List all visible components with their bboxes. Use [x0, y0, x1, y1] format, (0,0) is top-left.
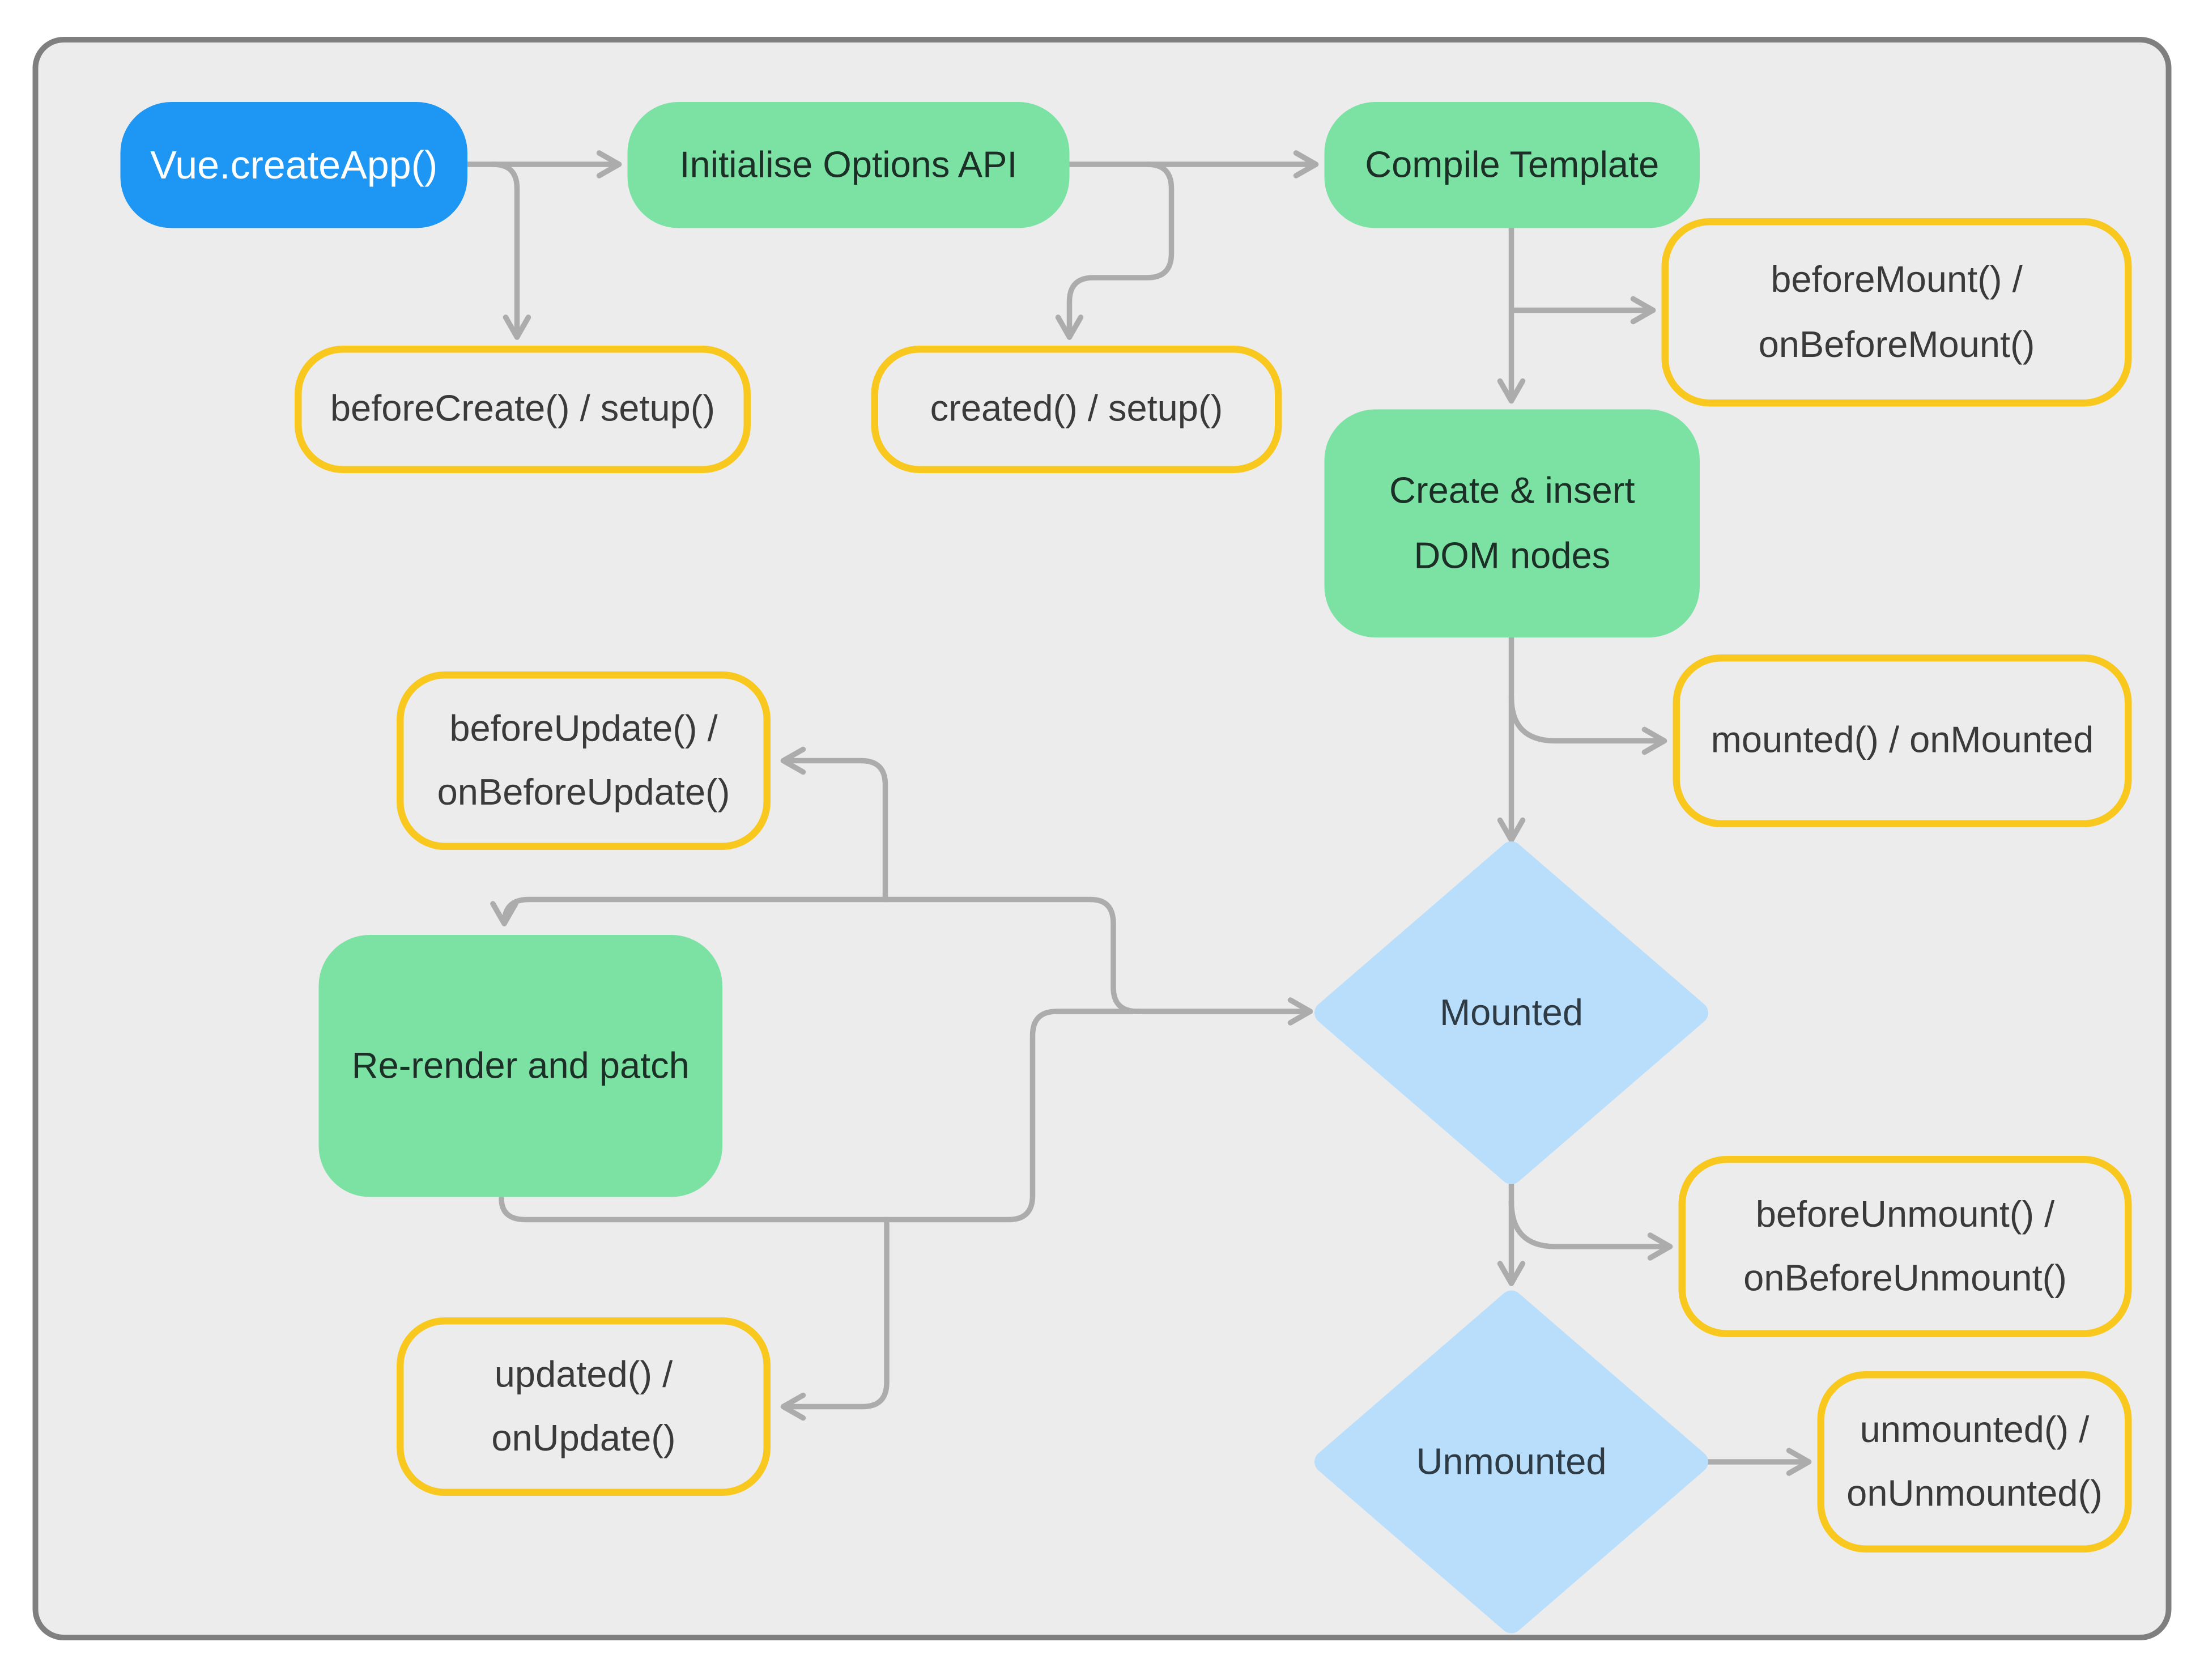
branch-to-mounted-hook — [1508, 694, 1667, 755]
before-unmount-hook-label: beforeUnmount() / onBeforeUnmount() — [1743, 1192, 2067, 1299]
create-insert-dom-nodes-label: Create & insert DOM nodes — [1389, 469, 1635, 576]
mounted-hook: mounted() / onMounted — [1673, 654, 2132, 827]
branch-to-before-unmount — [1508, 1198, 1673, 1261]
loop-to-before-update — [780, 746, 888, 903]
branch-to-before-create — [490, 161, 531, 340]
before-mount-hook: beforeMount() / onBeforeMount() — [1661, 218, 2132, 407]
vue-create-app: Vue.createApp() — [120, 102, 467, 228]
created-hook: created() / setup() — [871, 346, 1282, 473]
create-insert-dom-nodes: Create & insert DOM nodes — [1324, 409, 1700, 637]
unmounted-decision — [1314, 1290, 1708, 1634]
before-unmount-hook: beforeUnmount() / onBeforeUnmount() — [1678, 1156, 2132, 1337]
updated-hook-label: updated() / onUpdate() — [491, 1352, 676, 1459]
mounted-hook-label: mounted() / onMounted — [1711, 718, 2094, 762]
initialise-options-api-label: Initialise Options API — [679, 142, 1018, 185]
unmounted-hook: unmounted() / onUnmounted() — [1817, 1371, 2132, 1553]
re-render-and-patch-label: Re-render and patch — [351, 1043, 690, 1086]
created-hook-label: created() / setup() — [930, 387, 1223, 430]
branch-to-updated — [780, 1217, 890, 1421]
before-mount-hook-label: beforeMount() / onBeforeMount() — [1758, 258, 2035, 365]
mounted-decision — [1314, 841, 1708, 1184]
re-render-and-patch: Re-render and patch — [318, 935, 722, 1197]
before-update-hook-label: beforeUpdate() / onBeforeUpdate() — [437, 706, 730, 813]
loop-to-re-render — [490, 896, 1094, 926]
connectors — [465, 150, 1812, 1476]
loop-to-mounted-diamond — [1088, 896, 1313, 1026]
compile-template: Compile Template — [1324, 102, 1700, 228]
compile-template-label: Compile Template — [1365, 142, 1660, 185]
initialise-options-api: Initialise Options API — [627, 102, 1070, 228]
before-create-hook: beforeCreate() / setup() — [295, 346, 751, 473]
mounted-decision-label: Mounted — [1440, 990, 1583, 1033]
before-create-hook-label: beforeCreate() / setup() — [330, 387, 716, 430]
vue-create-app-label: Vue.createApp() — [150, 143, 438, 188]
updated-hook: updated() / onUpdate() — [397, 1317, 771, 1496]
re-render-output-bus — [499, 1009, 1143, 1223]
decision-diamonds — [1314, 841, 1708, 1634]
before-update-hook: beforeUpdate() / onBeforeUpdate() — [397, 671, 771, 850]
branch-to-created — [1055, 161, 1175, 340]
unmounted-decision-label: Unmounted — [1416, 1440, 1607, 1483]
unmounted-hook-label: unmounted() / onUnmounted() — [1846, 1407, 2103, 1515]
